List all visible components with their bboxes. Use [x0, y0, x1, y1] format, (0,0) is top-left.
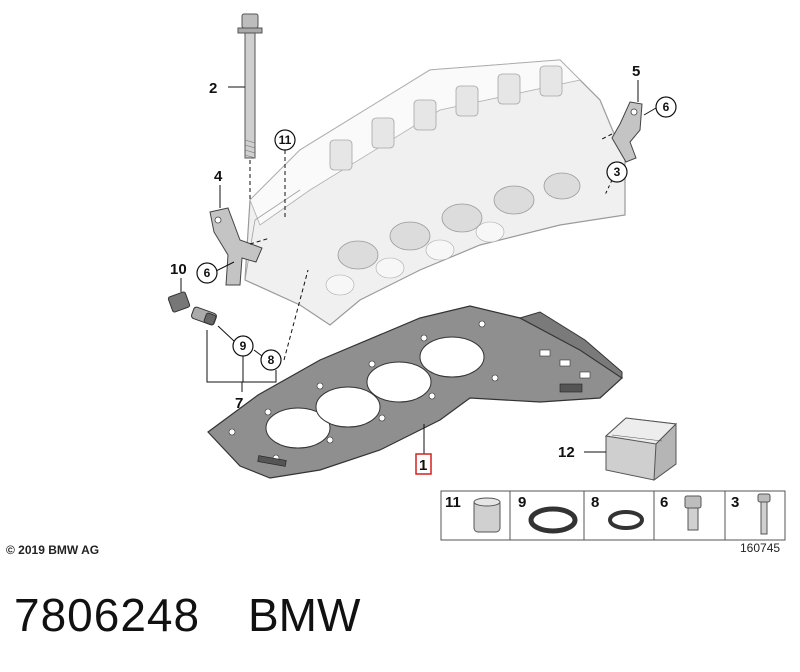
callout-8: 8	[268, 353, 275, 367]
brand-name: BMW	[248, 589, 361, 641]
bracket-left[interactable]	[209, 207, 263, 286]
cylinder-head-gasket[interactable]	[207, 305, 623, 479]
callout-9: 9	[240, 339, 247, 353]
leader-6b	[643, 107, 657, 116]
leader-8	[253, 349, 263, 357]
legend-icon-sleeve	[473, 497, 501, 533]
legend-icon-oring-large	[528, 506, 578, 534]
bracket-right[interactable]	[611, 101, 643, 163]
cylinder-head[interactable]	[244, 59, 626, 326]
highlight-box-1	[415, 453, 432, 475]
callout-6a: 6	[204, 266, 211, 280]
callout-3-circle[interactable]: 3	[606, 161, 628, 183]
callout-4[interactable]: 4	[214, 168, 223, 185]
callout-11: 11	[279, 133, 292, 147]
callout-1[interactable]: 1	[419, 457, 427, 474]
callout-7[interactable]: 7	[235, 395, 243, 412]
part-number: 7806248	[14, 589, 201, 641]
sensor-part-7[interactable]	[191, 306, 218, 326]
leader-6a	[215, 261, 235, 272]
legend-icon-bolt-short	[684, 495, 702, 531]
callout-11-circle[interactable]: 11	[274, 129, 296, 151]
legend-label-8: 8	[591, 494, 599, 511]
legend-label-6: 6	[660, 494, 668, 511]
copyright-text: © 2019 BMW AG	[6, 543, 99, 557]
legend-icon-oring-small	[608, 510, 644, 530]
leader-9	[217, 325, 235, 342]
callout-6b-circle[interactable]: 6	[655, 96, 677, 118]
leader-5-dash	[599, 133, 613, 141]
leader-4-dash	[249, 237, 271, 245]
legend-label-3: 3	[731, 494, 739, 511]
legend-label-11: 11	[445, 494, 461, 511]
callout-2[interactable]: 2	[209, 80, 217, 97]
cylinder-head-bolt[interactable]	[237, 13, 263, 159]
legend-label-9: 9	[518, 494, 526, 511]
callout-6a-circle[interactable]: 6	[196, 262, 218, 284]
sleeve-part-10[interactable]	[167, 291, 191, 313]
callout-6b: 6	[663, 100, 670, 114]
callout-8-circle[interactable]: 8	[260, 349, 282, 371]
diagram-code: 160745	[740, 541, 780, 555]
gasket-set-box[interactable]	[604, 417, 678, 482]
callout-5[interactable]: 5	[632, 63, 640, 80]
callout-3: 3	[614, 165, 621, 179]
legend-icon-bolt-long	[757, 493, 771, 535]
callout-10[interactable]: 10	[170, 261, 187, 278]
callout-9-circle[interactable]: 9	[232, 335, 254, 357]
leader-3	[604, 179, 613, 196]
callout-12[interactable]: 12	[558, 444, 575, 461]
